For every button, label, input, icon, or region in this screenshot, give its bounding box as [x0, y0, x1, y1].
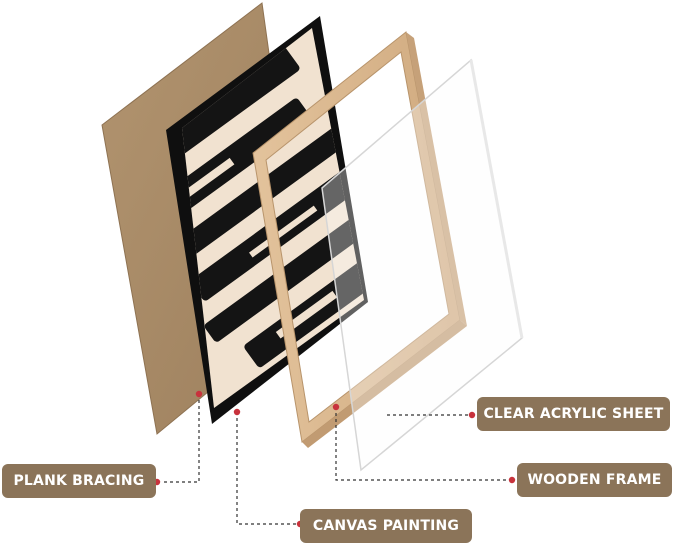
clear-acrylic-sheet-label: CLEAR ACRYLIC SHEET — [477, 397, 670, 431]
leader-line-canvas — [236, 412, 298, 525]
canvas-painting-label: CANVAS PAINTING — [300, 509, 472, 543]
leader-lines — [162, 394, 511, 525]
red-dot-icon — [233, 408, 241, 416]
wooden-frame — [252, 31, 467, 448]
clear-acrylic-sheet — [321, 58, 524, 472]
red-dot-icon — [508, 476, 516, 484]
red-dot-icon — [195, 390, 203, 398]
wooden-frame-label: WOODEN FRAME — [517, 463, 672, 497]
red-dot-icon — [332, 403, 340, 411]
red-dot-icon — [468, 411, 476, 419]
plank-bracing-label: PLANK BRACING — [2, 464, 156, 498]
leader-line-wooden — [335, 407, 511, 481]
